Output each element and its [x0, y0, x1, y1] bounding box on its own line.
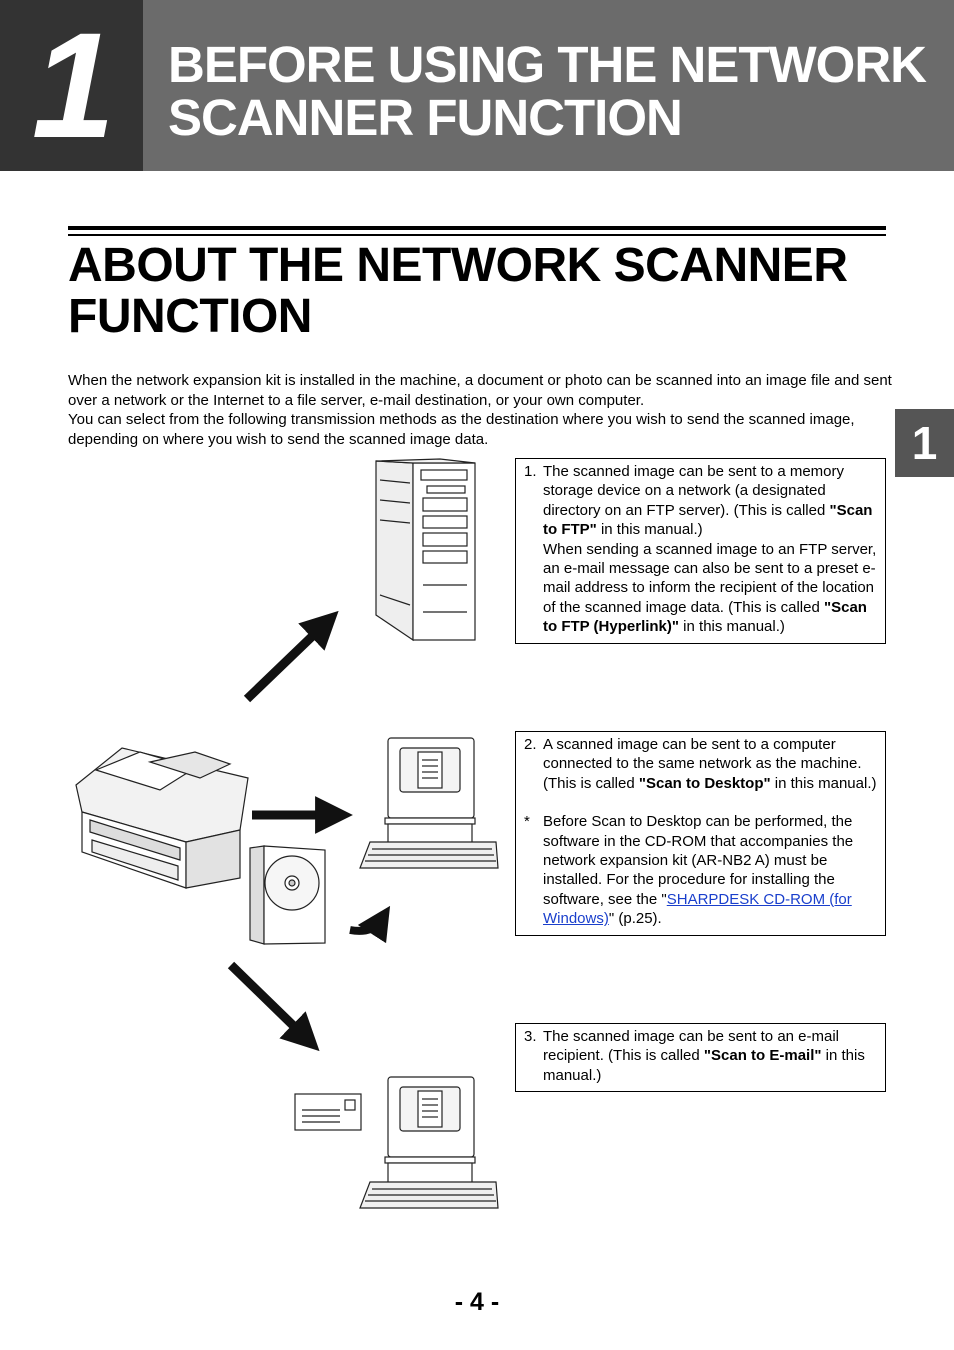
method1-text-b: in this manual.) [596, 521, 703, 539]
method-box-scan-to-ftp: 1. The scanned image can be sent to a me… [515, 458, 886, 644]
method1-text-a: The scanned image can be sent to a memor… [543, 463, 844, 519]
list-marker: 1. [524, 463, 537, 480]
method3-term-scan-to-email: "Scan to E-mail" [703, 1047, 822, 1065]
sharpdesk-cd-rom-link[interactable]: SHARPDESK CD-ROM (for Windows) [543, 890, 852, 928]
section-rule-thin [68, 234, 886, 236]
chapter-header: 1 BEFORE USING THE NETWORK SCANNER FUNCT… [0, 0, 954, 171]
list-marker: 2. [524, 736, 537, 753]
method3-text-b: in this manual.) [543, 1047, 865, 1084]
section-rule-thick [68, 226, 886, 230]
envelope-icon [294, 1093, 362, 1131]
method1-term-scan-to-ftp-hyperlink: "Scan to FTP (Hyperlink)" [543, 598, 867, 636]
method2-note-b: " (p.25). [608, 910, 662, 928]
method2-term-scan-to-desktop: "Scan to Desktop" [638, 774, 771, 792]
method1-text-d: in this manual.) [679, 618, 785, 636]
note-marker: * [524, 813, 530, 831]
method3-text-a: The scanned image can be sent to an e-ma… [543, 1028, 840, 1065]
chapter-number-box: 1 [0, 0, 143, 171]
method2-text-b: in this manual.) [770, 774, 877, 792]
ftp-server-tower-icon [375, 458, 476, 642]
intro-paragraph-2: You can select from the following transm… [68, 411, 855, 448]
install-curved-arrow [349, 905, 391, 944]
intro-paragraph-1: When the network expansion kit is instal… [68, 372, 892, 409]
cd-rom-case-icon [249, 845, 326, 945]
desktop-computer-icon [359, 737, 499, 869]
method-box-scan-to-email: 3. The scanned image can be sent to an e… [515, 1023, 886, 1093]
method2-text-a: A scanned image can be sent to a compute… [543, 736, 862, 792]
arrow-to-email [227, 961, 320, 1052]
list-marker: 3. [524, 1028, 537, 1045]
chapter-title: BEFORE USING THE NETWORK SCANNER FUNCTIO… [168, 36, 927, 146]
arrow-to-server [243, 610, 339, 703]
page-number: - 4 - [454, 1288, 500, 1316]
method2-note-a: Before Scan to Desktop can be performed,… [543, 813, 854, 908]
method-box-scan-to-desktop: 2. A scanned image can be sent to a comp… [515, 731, 886, 936]
desktop-computer-icon [359, 1076, 499, 1209]
section-title: ABOUT THE NETWORK SCANNER FUNCTION [68, 239, 848, 343]
chapter-number: 1 [31, 1, 115, 169]
intro-text: When the network expansion kit is instal… [68, 371, 898, 449]
method1-text-c: When sending a scanned image to an FTP s… [543, 540, 877, 616]
copier-scanner-icon [75, 747, 249, 889]
chapter-side-tab[interactable]: 1 [895, 409, 954, 477]
method1-term-scan-to-ftp: "Scan to FTP" [543, 501, 873, 539]
